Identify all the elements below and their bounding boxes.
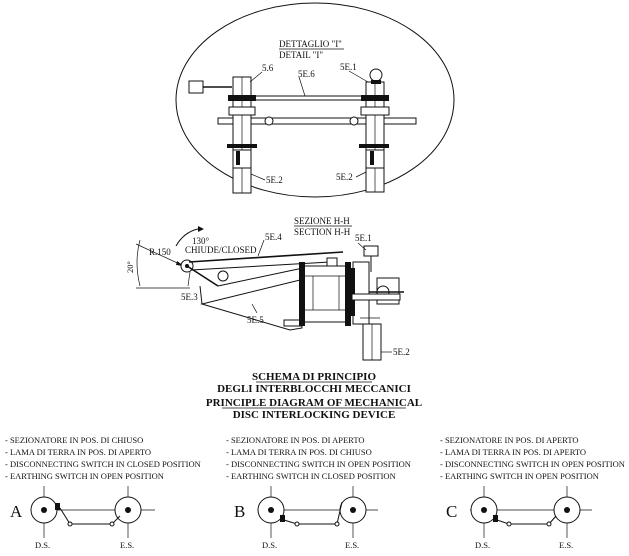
- label-5e3: 5E.3: [181, 292, 198, 302]
- label-5e2-section: 5E.2: [393, 347, 410, 357]
- angle-20-label: 20°: [125, 261, 135, 273]
- label-5e6: 5E.6: [298, 69, 315, 79]
- pos-b-desc-1: - SEZIONATORE IN POS. DI APERTO: [226, 435, 365, 445]
- pos-a-desc-3: - DISCONNECTING SWITCH IN CLOSED POSITIO…: [5, 459, 201, 469]
- detail-i-view: DETTAGLIO "I" DETAIL "I" 5.6: [175, 2, 455, 198]
- pos-b-ds: D.S.: [262, 540, 277, 550]
- label-5-6: 5.6: [262, 63, 274, 73]
- pos-b-desc-2: - LAMA DI TERRA IN POS. DI CHIUSO: [226, 447, 372, 457]
- pos-a-desc-4: - EARTHING SWITCH IN OPEN POSITION: [5, 471, 164, 481]
- position-a: - SEZIONATORE IN POS. DI CHIUSO - LAMA D…: [5, 435, 201, 550]
- pos-a-desc-2: - LAMA DI TERRA IN POS. DI APERTO: [5, 447, 151, 457]
- pos-c-desc-2: - LAMA DI TERRA IN POS. DI APERTO: [440, 447, 586, 457]
- pos-b-letter: B: [234, 502, 245, 521]
- pos-c-letter: C: [446, 502, 457, 521]
- pos-a-desc-1: - SEZIONATORE IN POS. DI CHIUSO: [5, 435, 143, 445]
- section-hh-view: SEZIONE H-H SECTION H-H 130° CHIUDE/CLOS…: [125, 216, 410, 361]
- pos-a-es: E.S.: [120, 540, 134, 550]
- position-b: - SEZIONATORE IN POS. DI APERTO - LAMA D…: [226, 435, 411, 550]
- pos-a-ds: D.S.: [35, 540, 50, 550]
- pos-c-desc-1: - SEZIONATORE IN POS. DI APERTO: [440, 435, 579, 445]
- schema-title-line2: DEGLI INTERBLOCCHI MECCANICI: [217, 383, 411, 395]
- pos-c-es: E.S.: [559, 540, 573, 550]
- schema-title-line3: PRINCIPLE DIAGRAM OF MECHANICAL: [206, 397, 422, 409]
- label-5e2-right: 5E.2: [336, 172, 353, 182]
- schema-title-line4: DISC INTERLOCKING DEVICE: [233, 409, 396, 421]
- detail-title-en: DETAIL "I": [279, 50, 323, 60]
- label-5e1-detail: 5E.1: [340, 62, 357, 72]
- section-title-it: SEZIONE H-H: [294, 216, 350, 226]
- detail-title-it: DETTAGLIO "I": [279, 39, 342, 49]
- section-title-en: SECTION H-H: [294, 227, 351, 237]
- pos-c-desc-3: - DISCONNECTING SWITCH IN OPEN POSITION: [440, 459, 625, 469]
- label-5e4: 5E.4: [265, 232, 282, 242]
- pos-b-es: E.S.: [345, 540, 359, 550]
- pos-c-desc-4: - EARTHING SWITCH IN OPEN POSITION: [440, 471, 599, 481]
- closed-label: CHIUDE/CLOSED: [185, 245, 257, 255]
- pos-b-desc-4: - EARTHING SWITCH IN CLOSED POSITION: [226, 471, 396, 481]
- detail-ellipse: [175, 2, 455, 198]
- schema-title: SCHEMA DI PRINCIPIO DEGLI INTERBLOCCHI M…: [206, 371, 422, 421]
- pos-a-letter: A: [10, 502, 23, 521]
- schema-title-line1: SCHEMA DI PRINCIPIO: [252, 371, 377, 383]
- position-c: - SEZIONATORE IN POS. DI APERTO - LAMA D…: [440, 435, 625, 550]
- label-5e5: 5E.5: [247, 315, 264, 325]
- label-5e1-section: 5E.1: [355, 233, 372, 243]
- pos-b-desc-3: - DISCONNECTING SWITCH IN OPEN POSITION: [226, 459, 411, 469]
- radius-label: R.150: [149, 247, 171, 257]
- angle-130-label: 130°: [192, 236, 210, 246]
- pos-c-ds: D.S.: [475, 540, 490, 550]
- label-5e2-left: 5E.2: [266, 175, 283, 185]
